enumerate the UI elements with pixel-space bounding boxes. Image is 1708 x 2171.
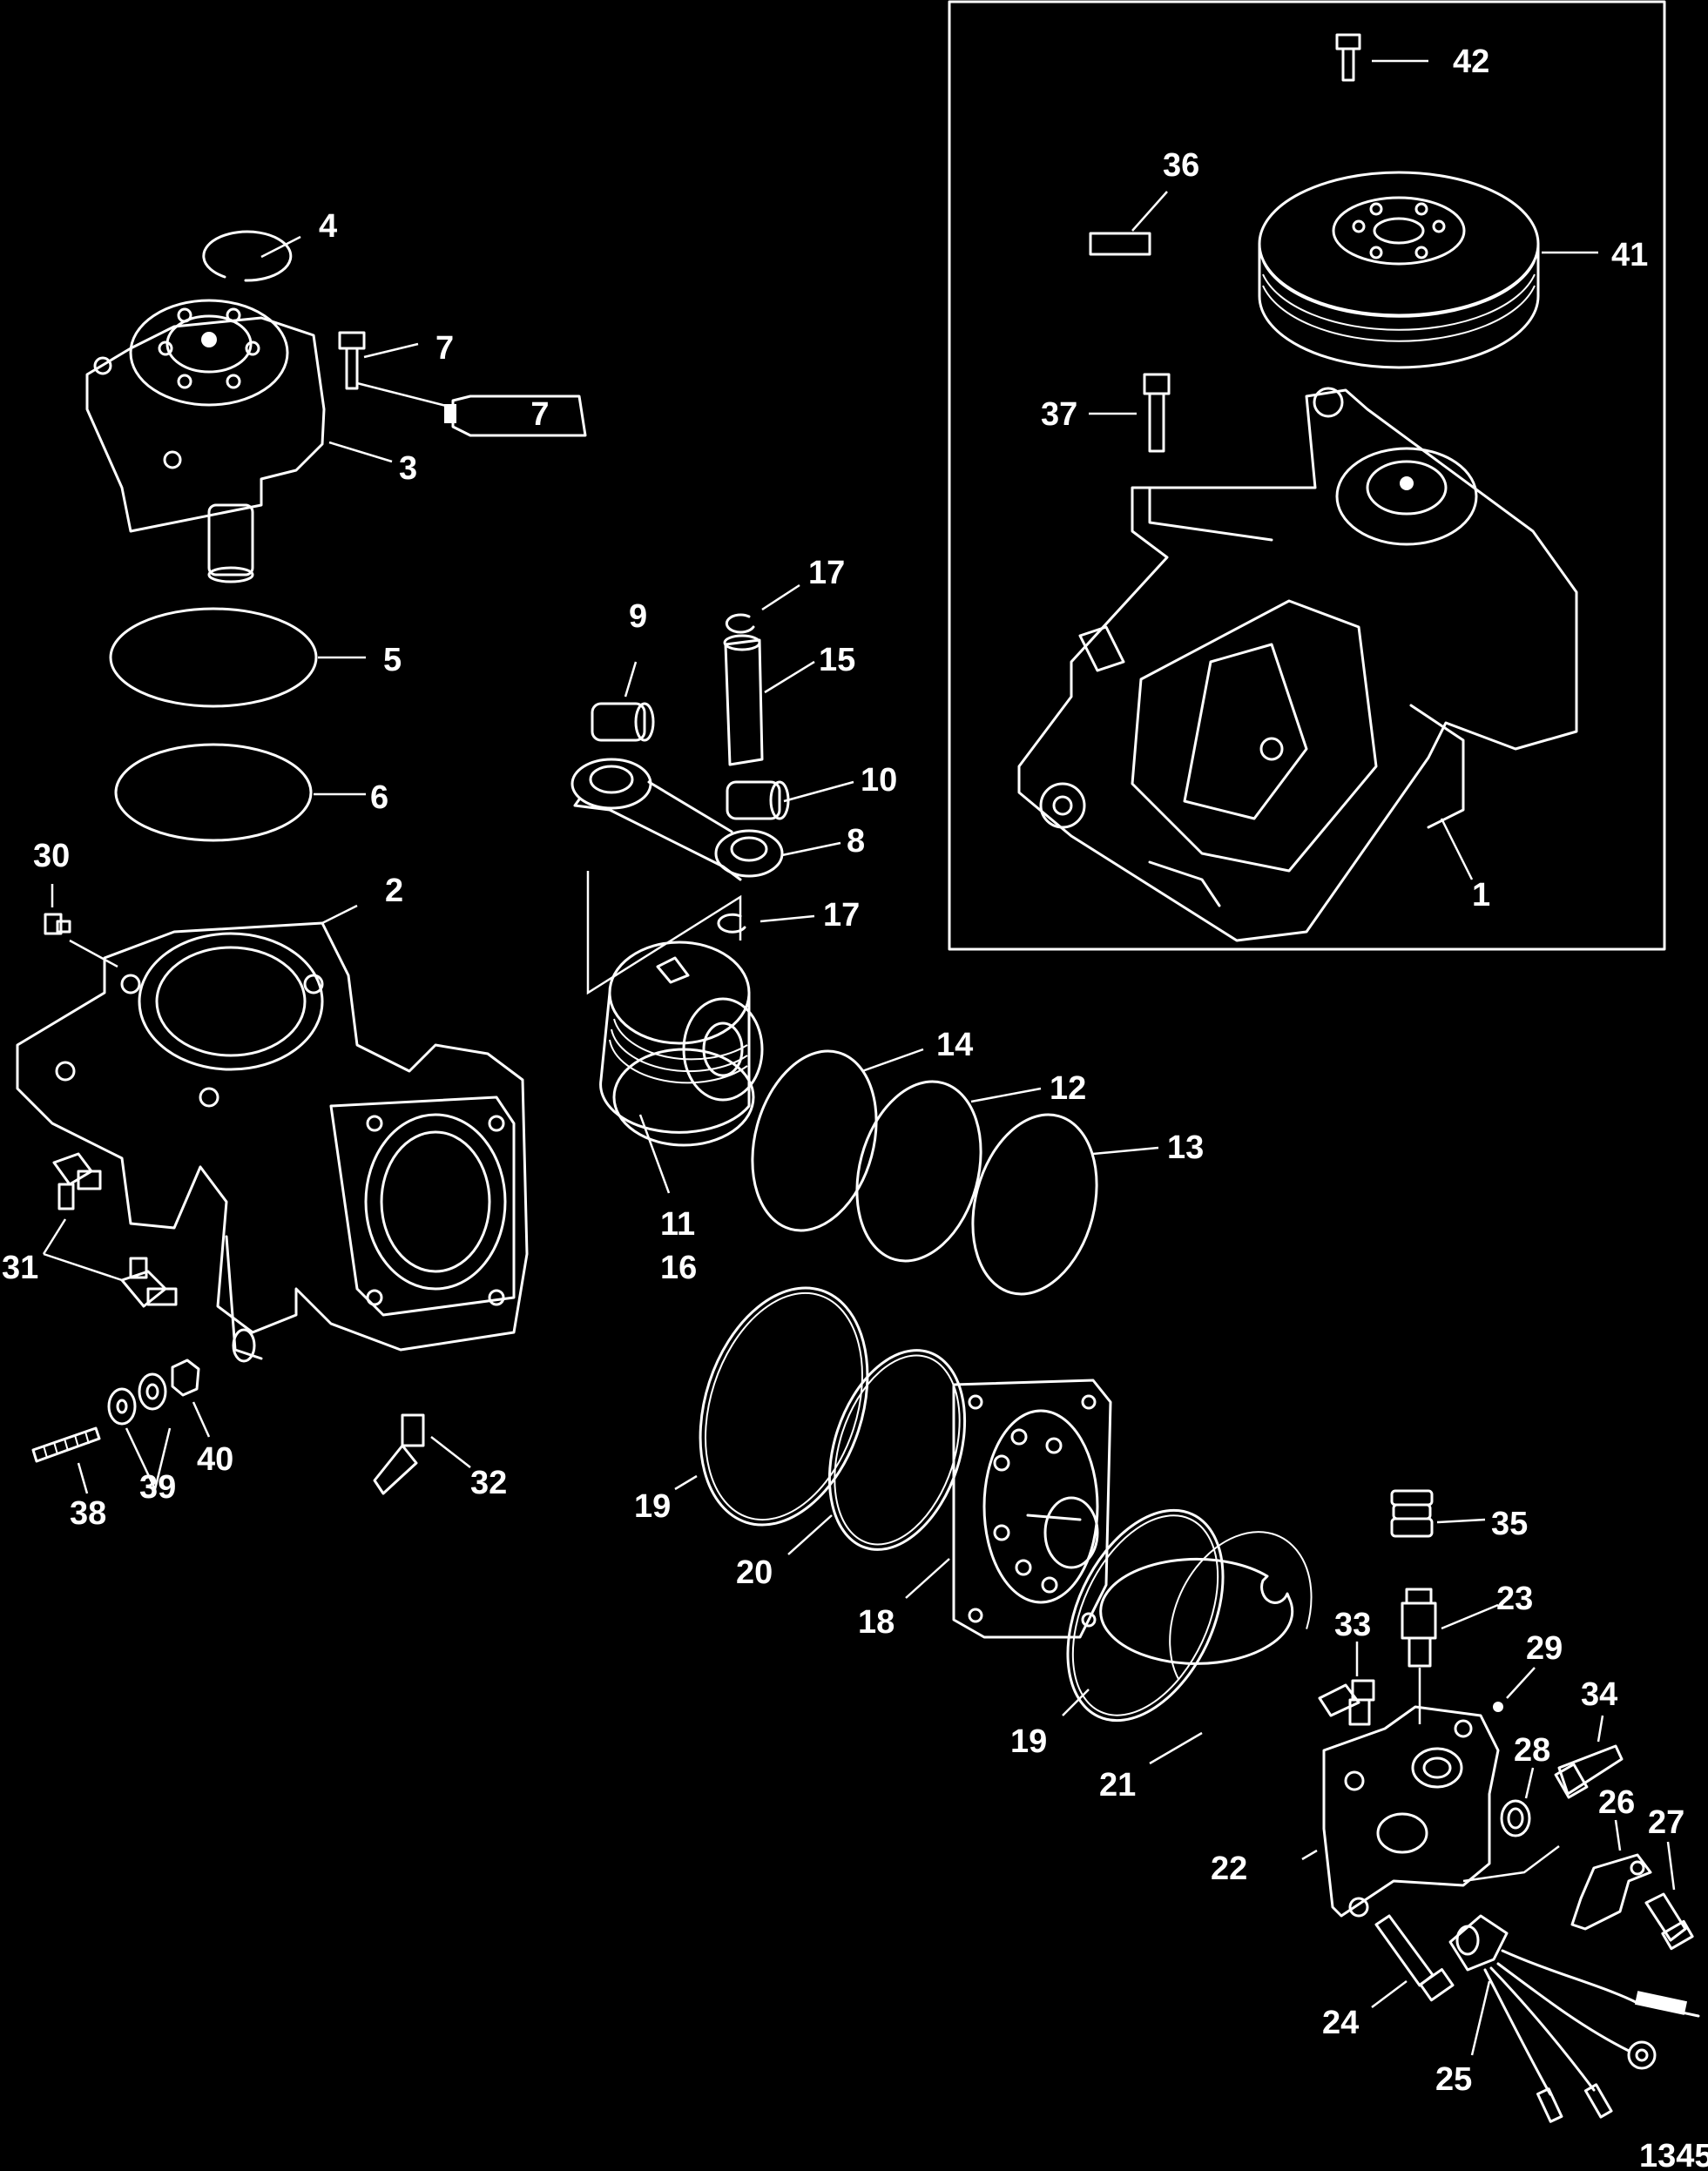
part-1-compressor-assembly: [1017, 387, 1578, 942]
callout-7: 7: [435, 330, 454, 367]
part-40-nut: [171, 1359, 211, 1438]
part-17-clip-top: [725, 583, 800, 634]
part-8-connecting-rod: [570, 758, 841, 881]
callout-29: 29: [1526, 1630, 1563, 1667]
callout-17a: 17: [808, 555, 845, 591]
part-4-snap-ring: [202, 230, 301, 282]
callout-22: 22: [1211, 1851, 1247, 1887]
callout-26: 26: [1598, 1784, 1635, 1821]
callout-39: 39: [139, 1469, 176, 1506]
part-20-gasket: [787, 1349, 967, 1555]
part-7-bolt: [338, 331, 454, 409]
callout-9: 9: [629, 598, 647, 635]
part-25-sensor-harness: [1448, 1914, 1700, 2123]
part-10-bearing: [726, 780, 854, 820]
callout-40: 40: [197, 1441, 233, 1478]
callout-15: 15: [819, 642, 855, 678]
part-41-pulley: [1258, 171, 1598, 369]
callout-21: 21: [1099, 1767, 1136, 1804]
part-19-gasket-lower: [1062, 1508, 1225, 1723]
part-17-clip-bottom: [717, 913, 815, 934]
callout-34: 34: [1581, 1676, 1617, 1713]
callout-12: 12: [1050, 1070, 1086, 1107]
part-37-bolt: [1089, 373, 1171, 453]
callout-42: 42: [1453, 44, 1489, 80]
part-26-bracket: [1570, 1819, 1652, 1931]
callout-33: 33: [1334, 1607, 1371, 1643]
part-15-piston-pin: [723, 634, 815, 766]
callout-35: 35: [1491, 1506, 1528, 1542]
callout-13: 13: [1167, 1129, 1204, 1166]
sealant-tube-label: 7: [530, 396, 549, 433]
callout-19a: 19: [634, 1488, 671, 1525]
part-21-reed-valve: [1099, 1531, 1313, 1765]
part-11-piston: [586, 871, 764, 1194]
callout-38: 38: [70, 1495, 106, 1532]
part-42-bolt: [1335, 33, 1428, 82]
figure-number: 1345: [1639, 2138, 1708, 2171]
sealant-tube: 7: [444, 394, 587, 437]
part-12-ring: [855, 1080, 1042, 1263]
part-30-fitting: [44, 884, 118, 968]
callout-2: 2: [385, 873, 403, 909]
part-5-o-ring: [109, 607, 366, 708]
callout-8: 8: [847, 823, 865, 860]
part-24-bolt: [1371, 1914, 1455, 2008]
callout-23: 23: [1496, 1581, 1533, 1617]
callout-11: 11: [660, 1206, 695, 1243]
part-18-valve-plate: [905, 1379, 1112, 1639]
part-39-washers: [107, 1372, 172, 1493]
part-35-cap: [1390, 1489, 1486, 1538]
callout-41: 41: [1611, 237, 1648, 273]
callout-32: 32: [470, 1465, 507, 1501]
callout-25: 25: [1435, 2061, 1472, 2098]
part-19-gasket-upper: [674, 1286, 869, 1527]
callout-1: 1: [1472, 877, 1490, 914]
part-2-cylinder-block: [16, 904, 529, 1363]
part-29-check-ball: [1493, 1667, 1536, 1712]
callout-10: 10: [861, 762, 897, 799]
part-6-o-ring: [114, 743, 366, 842]
part-33-bleed-fitting: [1318, 1642, 1375, 1726]
callout-3: 3: [399, 450, 417, 487]
callout-17b: 17: [823, 897, 860, 934]
callout-28: 28: [1514, 1732, 1550, 1769]
part-32-hose-fitting: [373, 1413, 471, 1495]
assembled-view-inset-frame: [948, 0, 1666, 951]
part-3-crankcase-cover: [85, 299, 393, 583]
part-9-bearing: [591, 661, 655, 742]
part-13-ring: [971, 1113, 1159, 1296]
callout-27: 27: [1648, 1804, 1684, 1841]
callout-24: 24: [1322, 2005, 1359, 2041]
part-22-manifold-head: [1301, 1705, 1560, 1918]
callout-30: 30: [33, 838, 70, 874]
callout-6: 6: [370, 779, 388, 816]
callout-20: 20: [736, 1554, 773, 1591]
part-27-bolt: [1644, 1841, 1694, 1951]
callout-4: 4: [319, 208, 337, 245]
callout-19b: 19: [1010, 1723, 1047, 1760]
part-38-stud: [31, 1426, 101, 1494]
callout-16: 16: [660, 1250, 697, 1286]
callout-14: 14: [936, 1027, 973, 1063]
part-14-ring: [751, 1048, 924, 1232]
callout-36: 36: [1163, 147, 1199, 184]
part-28-o-ring: [1500, 1767, 1535, 1837]
callout-18: 18: [858, 1604, 895, 1641]
part-34-hose-fitting: [1554, 1715, 1624, 1799]
callout-31: 31: [2, 1250, 38, 1286]
part-23-fitting: [1401, 1588, 1499, 1724]
callout-5: 5: [383, 642, 402, 678]
part-36-decal: [1089, 191, 1168, 256]
callout-37: 37: [1041, 396, 1077, 433]
part-31-elbow-fittings: [42, 1152, 178, 1308]
